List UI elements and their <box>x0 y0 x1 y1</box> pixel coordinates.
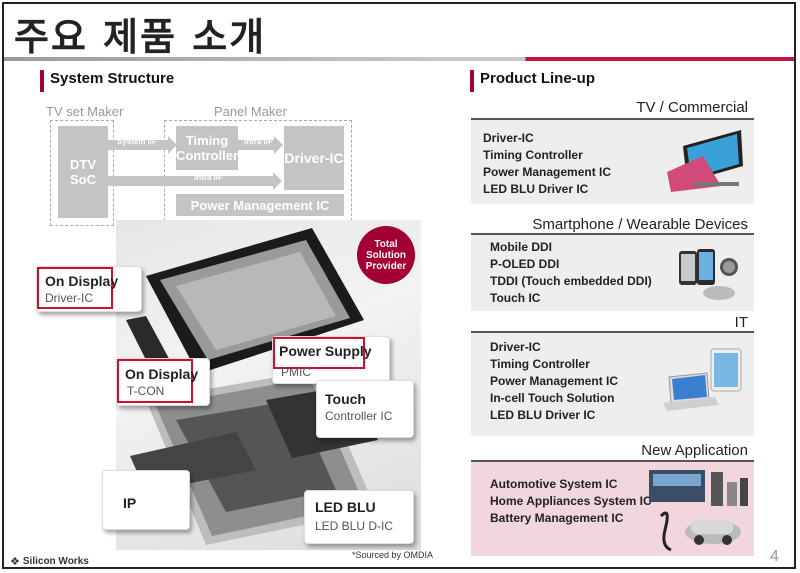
system-if-arrow <box>108 136 177 154</box>
page-number: 4 <box>770 548 779 565</box>
product-item: Timing Controller <box>490 357 590 371</box>
callout-highlight-box <box>117 359 193 403</box>
category-it: IT <box>734 314 748 331</box>
timing-controller-block: Timing Controller <box>176 126 238 170</box>
category-smartphone-wearable: Smartphone / Wearable Devices <box>532 216 748 233</box>
title-underline <box>4 57 794 61</box>
power-management-ic-block: Power Management IC <box>176 194 344 216</box>
callout-led-blu: LED BLU LED BLU D-IC <box>304 490 414 544</box>
intra-if-arrow-2 <box>108 172 282 190</box>
callout-title: IP <box>123 495 137 511</box>
callout-title: Touch <box>325 391 366 407</box>
product-item: Power Management IC <box>490 374 619 388</box>
product-list: Mobile DDI P-OLED DDI TDDI (Touch embedd… <box>490 239 652 307</box>
tv-maker-box <box>50 120 114 226</box>
total-solution-badge: Total Solution Provider <box>357 226 415 284</box>
product-item: Automotive System IC <box>490 477 618 491</box>
intra-if-label-2: Intra I/F <box>194 173 223 182</box>
system-structure-heading: System Structure <box>40 70 174 92</box>
page-title: 주요 제품 소개 <box>14 15 267 59</box>
new-application-image <box>649 470 748 552</box>
product-item: Driver-IC <box>490 340 541 354</box>
product-item: Power Management IC <box>483 165 612 179</box>
callout-title: On Display <box>125 366 199 382</box>
callout-title: On Display <box>45 273 119 289</box>
intra-if-label-1: Intra I/F <box>244 137 273 146</box>
category-new-application: New Application <box>641 442 748 459</box>
category-box-tv: Driver-IC Timing Controller Power Manage… <box>471 120 754 204</box>
product-item: Home Appliances System IC <box>490 494 652 508</box>
tv-product-image <box>667 130 743 192</box>
smartphone-product-image <box>679 249 738 300</box>
system-if-label: System I/F <box>117 137 158 146</box>
callout-subtitle: Controller IC <box>325 409 393 423</box>
product-item: P-OLED DDI <box>490 257 560 271</box>
product-item: LED BLU Driver IC <box>490 408 596 422</box>
category-divider <box>471 233 754 235</box>
product-list: Automotive System IC Home Appliances Sys… <box>490 476 652 527</box>
category-tv-commercial: TV / Commercial <box>636 99 748 116</box>
product-list: Driver-IC Timing Controller Power Manage… <box>483 130 611 198</box>
category-divider <box>471 331 754 333</box>
product-item: Battery Management IC <box>490 511 624 525</box>
category-box-new-application: Automotive System IC Home Appliances Sys… <box>471 462 754 556</box>
category-divider <box>471 118 754 120</box>
category-box-it: Driver-IC Timing Controller Power Manage… <box>471 333 754 436</box>
callout-subtitle: Driver-IC <box>45 291 93 305</box>
callout-subtitle: PMIC <box>281 365 311 379</box>
callout-highlight-box <box>37 267 113 309</box>
product-item: TDDI (Touch embedded DDI) <box>490 274 652 288</box>
callout-subtitle: LED BLU D-IC <box>315 519 394 533</box>
callout-subtitle: T-CON <box>127 384 165 398</box>
callout-on-display-driver: On Display Driver-IC <box>36 266 142 312</box>
product-item: Mobile DDI <box>490 240 552 254</box>
callout-on-display-tcon: On Display T-CON <box>116 358 210 406</box>
callout-title: LED BLU <box>315 499 376 515</box>
product-item: Timing Controller <box>483 148 583 162</box>
logo-icon: ❖ <box>10 556 20 568</box>
intra-if-arrow-1 <box>238 136 283 154</box>
callout-power-supply: Power Supply PMIC <box>272 336 390 384</box>
company-logo: ❖ Silicon Works <box>10 555 89 568</box>
product-lineup-heading: Product Line-up <box>470 70 595 92</box>
laptop-tablet-image <box>663 348 742 411</box>
tv-maker-label: TV set Maker <box>46 104 124 119</box>
source-note: *Sourced by OMDIA <box>352 550 434 560</box>
product-item: Driver-IC <box>483 131 534 145</box>
category-box-smartphone: Mobile DDI P-OLED DDI TDDI (Touch embedd… <box>471 235 754 311</box>
logo-text: Silicon Works <box>22 556 89 567</box>
driver-ic-block: Driver-IC <box>284 126 344 190</box>
callout-title: Power Supply <box>279 343 372 359</box>
dtv-soc-block: DTV SoC <box>58 126 108 218</box>
callout-touch: Touch Controller IC <box>316 380 414 438</box>
callout-ip: IP <box>102 470 190 530</box>
product-item: LED BLU Driver IC <box>483 182 589 196</box>
product-list: Driver-IC Timing Controller Power Manage… <box>490 339 618 424</box>
product-item: In-cell Touch Solution <box>490 391 615 405</box>
category-divider <box>471 460 754 462</box>
callout-highlight-box <box>273 337 365 369</box>
product-item: Touch IC <box>490 291 541 305</box>
panel-maker-label: Panel Maker <box>214 104 287 119</box>
